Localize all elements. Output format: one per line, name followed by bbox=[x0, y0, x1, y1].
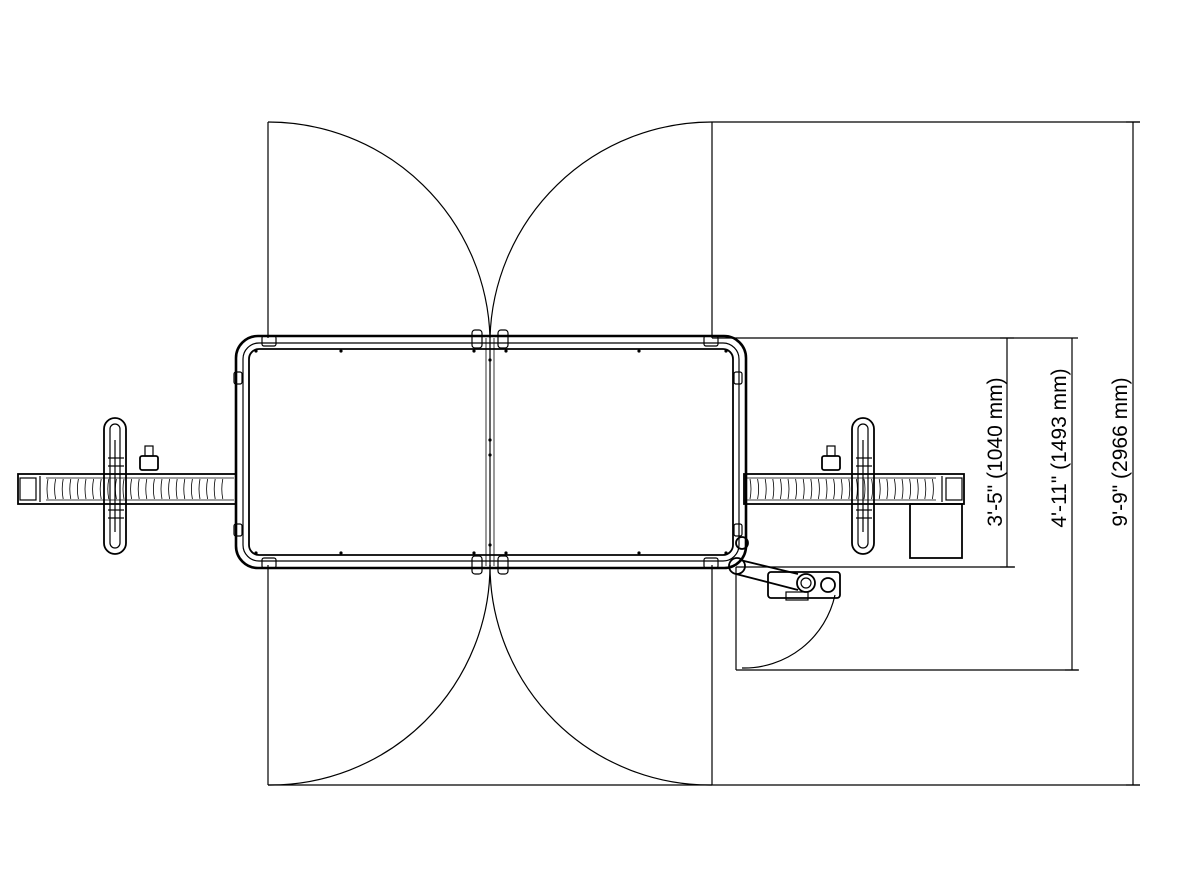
roller bbox=[191, 478, 193, 500]
roller bbox=[802, 478, 805, 500]
roller bbox=[924, 478, 927, 500]
roller bbox=[795, 478, 797, 500]
roller bbox=[145, 478, 148, 500]
fastener bbox=[488, 438, 492, 442]
fastener bbox=[472, 349, 476, 353]
roller bbox=[932, 478, 934, 500]
roller bbox=[206, 478, 208, 500]
roller bbox=[818, 478, 820, 500]
roller bbox=[183, 478, 186, 500]
roller bbox=[160, 478, 163, 500]
roller bbox=[92, 478, 94, 500]
roller bbox=[878, 478, 881, 500]
roller bbox=[122, 478, 125, 500]
fastener bbox=[637, 551, 641, 555]
dimension-middle: 4'-11" (1493 mm) bbox=[1048, 338, 1079, 671]
conveyor-right bbox=[743, 417, 965, 555]
roller bbox=[757, 478, 759, 500]
conveyor-left-rollers bbox=[46, 478, 224, 500]
conveyor-right-rollers bbox=[749, 478, 934, 500]
conveyor-left bbox=[17, 417, 237, 555]
roller bbox=[825, 478, 828, 500]
door-swing-bottom-left bbox=[267, 564, 491, 786]
roller bbox=[69, 478, 72, 500]
fastener bbox=[254, 349, 258, 353]
fastener bbox=[488, 453, 492, 457]
door-swing-top-right bbox=[489, 121, 713, 339]
roller bbox=[780, 478, 782, 500]
roller bbox=[886, 478, 889, 500]
roller bbox=[916, 478, 919, 500]
roller bbox=[54, 478, 56, 500]
roller bbox=[137, 478, 140, 500]
machine-body bbox=[234, 334, 748, 570]
roller bbox=[856, 478, 858, 500]
fastener bbox=[339, 551, 343, 555]
roller bbox=[909, 478, 911, 500]
extension-lines bbox=[268, 121, 1140, 786]
guide-rail-left bbox=[103, 417, 127, 555]
dimension-inner: 3'-5" (1040 mm) bbox=[984, 337, 1014, 568]
dimension-label-middle: 4'-11" (1493 mm) bbox=[1048, 368, 1071, 527]
fastener bbox=[504, 349, 508, 353]
fastener bbox=[488, 543, 492, 547]
roller bbox=[168, 478, 170, 500]
door-hinges bbox=[233, 329, 743, 575]
roller bbox=[130, 478, 132, 500]
fastener bbox=[724, 551, 728, 555]
roller bbox=[84, 478, 87, 500]
fastener bbox=[637, 349, 641, 353]
roller bbox=[901, 478, 904, 500]
door-swing-bottom-right bbox=[489, 564, 713, 786]
control-pendant bbox=[767, 571, 841, 601]
fasteners bbox=[254, 349, 728, 555]
roller bbox=[840, 478, 843, 500]
roller bbox=[107, 478, 110, 500]
roller bbox=[863, 478, 866, 500]
fastener bbox=[254, 551, 258, 555]
fastener bbox=[339, 349, 343, 353]
roller bbox=[99, 478, 102, 500]
roller bbox=[772, 478, 775, 500]
roller bbox=[46, 478, 49, 500]
dimension-label-inner: 3'-5" (1040 mm) bbox=[984, 377, 1007, 526]
roller bbox=[764, 478, 767, 500]
fastener bbox=[488, 358, 492, 362]
roller bbox=[198, 478, 201, 500]
dimension-outer: 9'-9" (2966 mm) bbox=[1109, 121, 1140, 786]
roller bbox=[77, 478, 79, 500]
fastener bbox=[472, 551, 476, 555]
control-box bbox=[909, 503, 963, 559]
sensor-right bbox=[821, 445, 841, 471]
door-swing-top-left bbox=[267, 121, 491, 339]
roller bbox=[61, 478, 64, 500]
roller bbox=[871, 478, 873, 500]
roller bbox=[848, 478, 851, 500]
roller bbox=[833, 478, 835, 500]
roller bbox=[810, 478, 813, 500]
fastener bbox=[504, 551, 508, 555]
roller bbox=[221, 478, 224, 500]
dimension-label-outer: 9'-9" (2966 mm) bbox=[1109, 377, 1132, 526]
roller bbox=[894, 478, 896, 500]
guide-rail-right bbox=[851, 417, 875, 555]
sensor-left bbox=[139, 445, 159, 471]
roller bbox=[213, 478, 216, 500]
roller bbox=[153, 478, 155, 500]
roller bbox=[787, 478, 790, 500]
swing-arm bbox=[728, 536, 836, 669]
roller bbox=[175, 478, 178, 500]
fastener bbox=[724, 349, 728, 353]
roller bbox=[749, 478, 752, 500]
